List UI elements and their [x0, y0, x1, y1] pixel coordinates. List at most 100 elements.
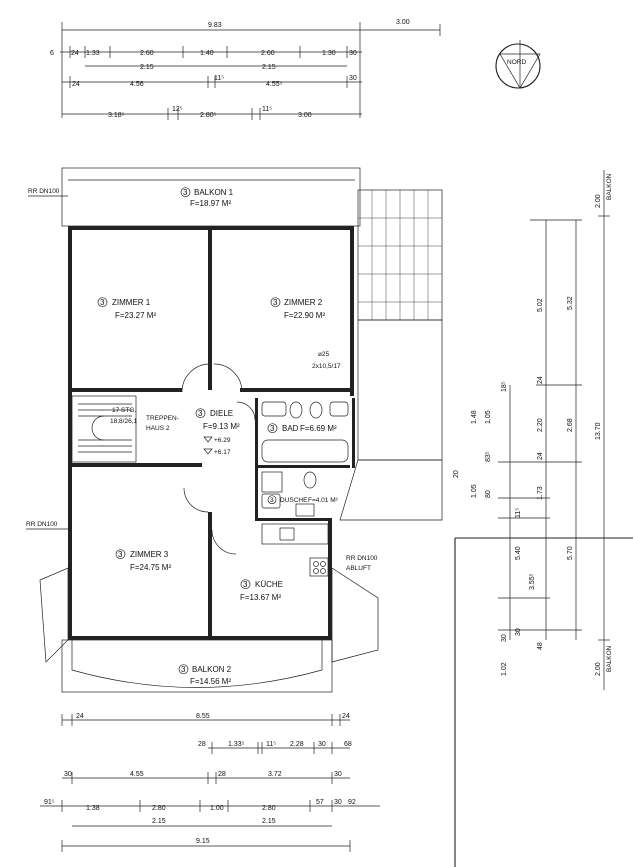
- dim-row1-g: 1.30: [322, 50, 336, 57]
- dim-row2-b: 2.15: [262, 64, 276, 71]
- dim-right-inner-a: 5.02: [537, 298, 544, 312]
- dim-bottom-row4-h: 92: [348, 799, 356, 806]
- dim-right-inner-h: 48: [537, 642, 544, 650]
- room-name-bad: BAD: [282, 424, 299, 433]
- dim-right-innermost-d: 83⁵: [485, 451, 492, 462]
- dim-right-outer-d: 2.00: [595, 662, 602, 676]
- dim-row3-d: 4.55⁵: [266, 81, 283, 88]
- chimney-label-b: 2x10,5/17: [312, 363, 341, 370]
- dim-row1-a: 6: [50, 50, 54, 57]
- room-area-zimmer1: F=23.27 M²: [115, 311, 156, 320]
- dim-overall-width: 9.83: [208, 22, 222, 29]
- dim-bottom-row3-b: 4.55: [130, 771, 144, 778]
- dim-row1-h: 30: [349, 50, 357, 57]
- dim-right-innermost-c: 1.05: [485, 410, 492, 424]
- dim-right-innermost-h: 3.55⁵: [529, 573, 536, 590]
- dim-balcony-width: 3.00: [396, 19, 410, 26]
- room-area-balkon2: F=14.56 M²: [190, 677, 231, 686]
- right-dimension-chains: [498, 170, 610, 690]
- dim-bottom-row3-a: 30: [64, 771, 72, 778]
- north-arrow: NORD: [495, 40, 541, 89]
- dim-right-innermost-i: 30: [501, 634, 508, 642]
- dim-row3-b: 4.56: [130, 81, 144, 88]
- room-name-zimmer1: ZIMMER 1: [112, 298, 151, 307]
- dim-right-inner-b: 24: [537, 376, 544, 384]
- room-area-kueche: F=13.67 M²: [240, 593, 281, 602]
- stair-count: 17 STG.: [112, 407, 136, 414]
- balcony-2-outline: [61, 639, 333, 693]
- right-dimension-labels: 2.00 BALKON 13.70 2.00 BALKON 5.32 2.68 …: [453, 173, 613, 676]
- rr-label-right: RR DN100: [346, 555, 378, 562]
- dim-bottom-row5-b: 2.15: [262, 818, 276, 825]
- dim-right-gap: 20: [453, 470, 460, 478]
- dim-bottom-row2-c: 11⁵: [266, 741, 276, 748]
- dim-row4-e: 3.00: [298, 112, 312, 119]
- staircase: 17 STG. 18,8/26,1: [71, 395, 137, 463]
- level-mark-1: +6.29: [214, 437, 231, 444]
- level-mark-2: +6.17: [214, 449, 231, 456]
- room-number-zimmer1: 3: [100, 298, 105, 307]
- dim-row1-b: 24: [71, 50, 79, 57]
- room-name-diele: DIELE: [210, 409, 233, 418]
- dim-right-inner-d: 24: [537, 452, 544, 460]
- dim-row1-f: 2.60: [261, 50, 275, 57]
- dim-bottom-row2-f: 68: [344, 741, 352, 748]
- dim-row4-c: 2.80⁵: [200, 112, 217, 119]
- room-name-dusche: DUSCHE: [280, 497, 308, 504]
- dim-bottom-row2-b: 1.33⁵: [228, 741, 245, 748]
- treppenhaus-label-b: HAUS 2: [146, 425, 170, 432]
- dim-bottom-row3-d: 3.72: [268, 771, 282, 778]
- dim-bottom-row1-b: 8.55: [196, 713, 210, 720]
- dim-row1-d: 2.60: [140, 50, 154, 57]
- dim-right-innermost-b: 1.48: [471, 410, 478, 424]
- room-number-dusche: 3: [270, 497, 274, 504]
- neighbour-block-outline: [454, 537, 633, 867]
- dim-right-outer-a: 2.00: [595, 194, 602, 208]
- room-name-kueche: KÜCHE: [255, 580, 283, 589]
- dim-row4-a: 3.18⁵: [108, 112, 125, 119]
- top-dimension-chains: 9.83 3.00 6 24 1.33 2.60 1.40 2.60 1.30 …: [50, 19, 441, 120]
- room-area-diele: F=9.13 M²: [203, 422, 240, 431]
- dim-right-inner-f: 5.40: [515, 546, 522, 560]
- dim-bottom-row3-c: 28: [218, 771, 226, 778]
- dim-bottom-row2-a: 28: [198, 741, 206, 748]
- dim-right-middle-c: 5.70: [567, 546, 574, 560]
- dim-right-middle-a: 5.32: [567, 296, 574, 310]
- dim-right-inner-g: 30: [515, 628, 522, 636]
- room-area-dusche: F=4.01 M²: [308, 497, 339, 504]
- room-name-balkon1: BALKON 1: [194, 188, 234, 197]
- room-number-bad: 3: [270, 424, 275, 433]
- dim-bottom-row4-f: 57: [316, 799, 324, 806]
- room-name-zimmer3: ZIMMER 3: [130, 550, 169, 559]
- dim-bottom-row4-g: 30: [334, 799, 342, 806]
- rr-label-left: RR DN100: [26, 521, 58, 528]
- dim-bottom-row2-d: 2.28: [290, 741, 304, 748]
- right-bay: [331, 567, 379, 663]
- room-number-balkon1: 3: [183, 188, 188, 197]
- dim-right-middle-b: 2.68: [567, 418, 574, 432]
- kitchen-counter: [261, 523, 329, 577]
- rr-label-top: RR DN100: [28, 188, 60, 195]
- room-number-zimmer3: 3: [118, 550, 123, 559]
- dim-row2-a: 2.15: [140, 64, 154, 71]
- dim-right-inner-e: 1.73: [537, 486, 544, 500]
- dim-bottom-row4-d: 1.00: [210, 805, 224, 812]
- dim-bottom-row3-e: 30: [334, 771, 342, 778]
- room-number-diele: 3: [198, 409, 203, 418]
- left-bay: [39, 567, 69, 663]
- room-name-zimmer2: ZIMMER 2: [284, 298, 323, 307]
- bottom-dimension-chains: 24 8.55 24 28 1.33⁵ 11⁵ 2.28 30 68 30 4.…: [40, 713, 380, 852]
- dim-row3-e: 30: [349, 75, 357, 82]
- room-number-zimmer2: 3: [273, 298, 278, 307]
- dim-bottom-row4-c: 2.80: [152, 805, 166, 812]
- dim-row4-b: 12⁵: [172, 106, 183, 113]
- terrace-deck: [339, 189, 443, 521]
- pipe-labels: RR DN100 RR DN100 RR DN100 ABLUFT: [26, 188, 378, 572]
- room-area-balkon1: F=18.97 M²: [190, 199, 231, 208]
- dim-row3-a: 24: [72, 81, 80, 88]
- abluft-label: ABLUFT: [346, 565, 371, 572]
- dim-row1-e: 1.40: [200, 50, 214, 57]
- dim-right-outer-c: 13.70: [595, 422, 602, 440]
- dim-right-inner-c: 2.20: [537, 418, 544, 432]
- dim-bottom-row4-e: 2.80: [262, 805, 276, 812]
